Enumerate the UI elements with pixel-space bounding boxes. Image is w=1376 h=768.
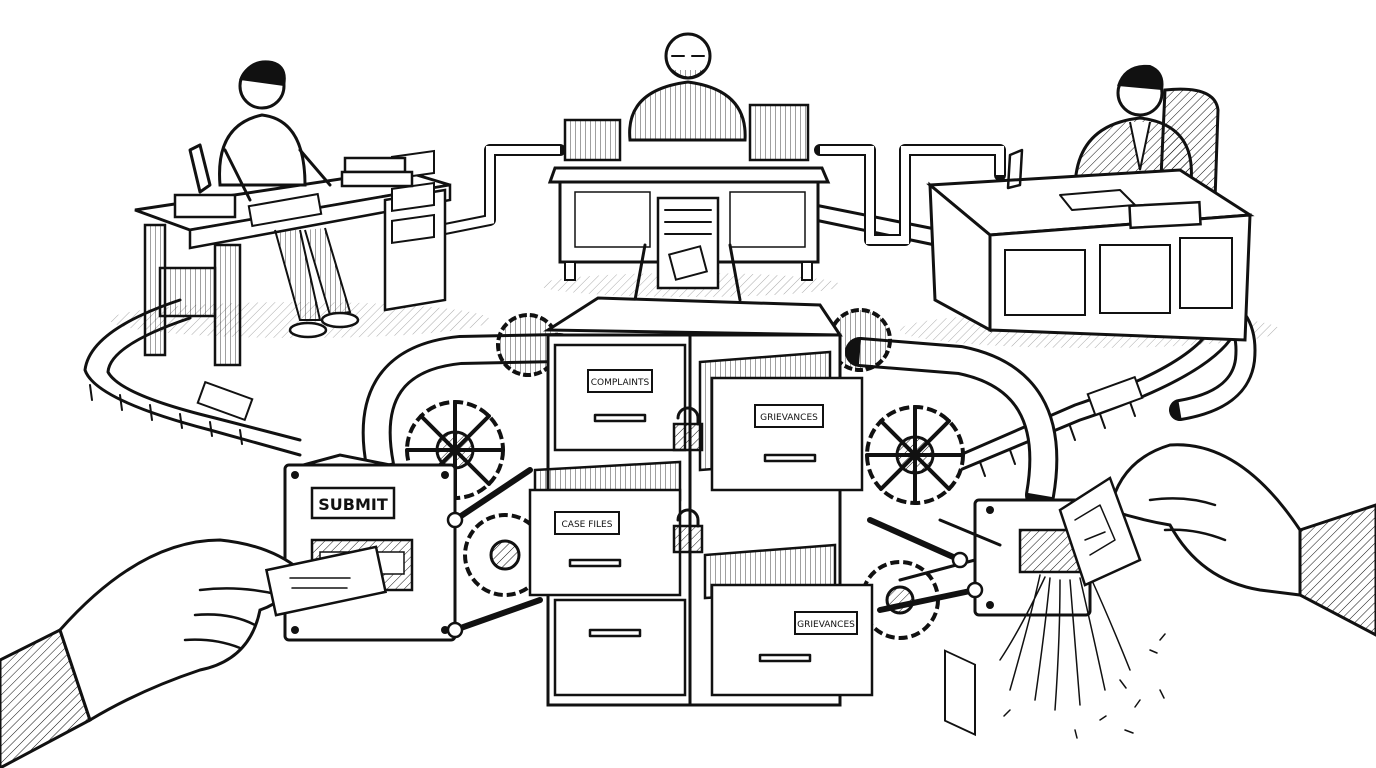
label-grievances-bottom: GRIEVANCES xyxy=(797,620,855,630)
right-desk-with-executive xyxy=(926,64,1255,737)
padlocks xyxy=(672,406,704,554)
drawer-complaints: COMPLAINTS xyxy=(553,343,687,452)
left-desk-with-young-worker xyxy=(134,60,452,367)
drawer-grievances-top: GRIEVANCES xyxy=(698,350,864,492)
linkage-arms xyxy=(446,467,984,639)
left-hand-submitting-document xyxy=(0,538,388,768)
gears xyxy=(405,308,965,640)
shredded-paper-strips xyxy=(999,574,1166,739)
drawer-grievances-bottom: GRIEVANCES xyxy=(703,543,874,697)
center-desk-with-senior-clerk xyxy=(547,32,831,302)
label-grievances-top: GRIEVANCES xyxy=(760,413,818,423)
submit-label: SUBMIT xyxy=(318,495,388,514)
label-case-files: CASE FILES xyxy=(562,520,613,530)
drawer-lower-left xyxy=(553,598,687,697)
drawer-case-files: CASE FILES xyxy=(528,460,682,597)
right-hand-pulling-document xyxy=(1058,443,1376,637)
filing-cabinet: COMPLAINTS GRIEVANCES CASE FILES GRIEVAN xyxy=(528,296,874,707)
label-complaints: COMPLAINTS xyxy=(591,378,650,388)
